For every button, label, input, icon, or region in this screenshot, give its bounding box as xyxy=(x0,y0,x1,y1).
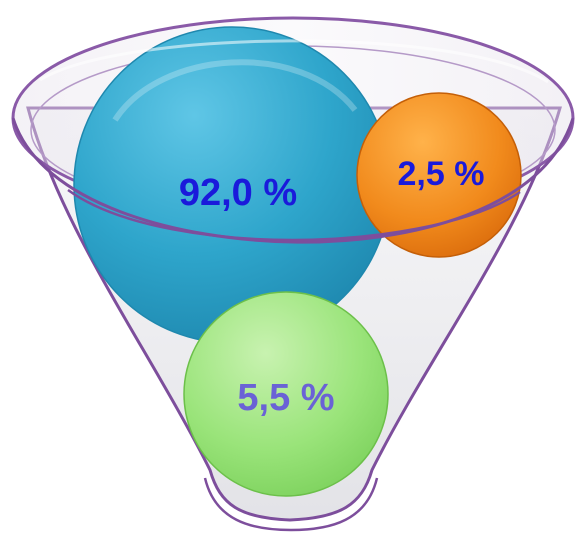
bubble-small-label: 2,5 % xyxy=(398,155,485,193)
bubble-medium: 5,5 % xyxy=(183,291,389,497)
funnel-rim-front-inner xyxy=(67,188,521,242)
bubble-small: 2,5 % xyxy=(356,92,522,258)
bubble-medium-label: 5,5 % xyxy=(237,377,334,419)
bubble-large: 92,0 % xyxy=(73,26,391,344)
funnel-rim-top-highlight xyxy=(39,39,549,84)
bubble-large-label: 92,0 % xyxy=(179,172,297,214)
funnel-spout xyxy=(203,477,379,532)
funnel-rim-front xyxy=(11,117,575,244)
